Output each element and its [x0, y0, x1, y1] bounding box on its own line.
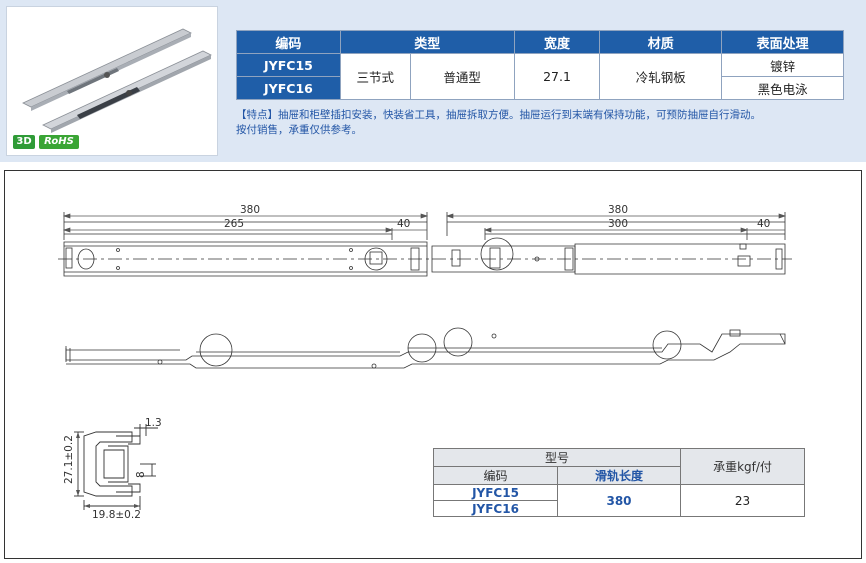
dim-8: 8 — [135, 471, 147, 478]
type-cell: 三节式 — [339, 53, 411, 100]
3d-badge: 3D — [13, 135, 35, 149]
dim-1-3: 1.3 — [145, 417, 162, 429]
code-cell: JYFC16 — [433, 500, 558, 517]
code-cell: JYFC15 — [433, 484, 558, 501]
material-cell: 冷轧钢板 — [599, 53, 723, 100]
load-table: 型号 承重kgf/付 编码 滑轨长度 JYFC15 380 23 JYFC16 — [433, 448, 805, 517]
length-header: 滑轨长度 — [557, 466, 681, 485]
dim-380-right: 380 — [608, 204, 628, 216]
load-cell: 23 — [680, 484, 805, 517]
length-cell: 380 — [557, 484, 681, 517]
spec-row: JYFC15 三节式 普通型 27.1 冷轧钢板 镀锌 — [236, 53, 844, 100]
product-photo: 3D RoHS — [6, 6, 218, 156]
dim-19-8: 19.8±0.2 — [92, 509, 141, 521]
code-cell: JYFC16 — [236, 76, 341, 100]
load-row: JYFC15 380 23 — [433, 484, 805, 517]
code-header: 编码 — [433, 466, 558, 485]
finish-cell: 镀锌 — [721, 53, 844, 77]
feature-note: 【特点】抽屉和柜壁插扣安装，快装省工具，抽屉拆取方便。抽屉运行到末端有保持功能，… — [236, 108, 856, 138]
col-width: 宽度 — [513, 30, 601, 54]
dim-40-left: 40 — [397, 218, 410, 230]
rohs-badge: RoHS — [39, 135, 79, 149]
dim-40-right: 40 — [757, 218, 770, 230]
feature-text: 【特点】抽屉和柜壁插扣安装，快装省工具，抽屉拆取方便。抽屉运行到末端有保持功能，… — [236, 109, 761, 121]
dim-380-left: 380 — [240, 204, 260, 216]
col-type: 类型 — [339, 30, 515, 54]
width-cell: 27.1 — [513, 53, 601, 100]
header-band: 3D RoHS 编码 类型 宽度 材质 表面处理 JYFC15 三节式 普通型 … — [0, 0, 866, 162]
spec-header-row: 编码 类型 宽度 材质 表面处理 — [236, 30, 844, 54]
model-header: 型号 — [433, 448, 681, 467]
slide-rail-illustration — [22, 28, 212, 133]
dim-27-1: 27.1±0.2 — [63, 435, 75, 484]
spec-table: 编码 类型 宽度 材质 表面处理 JYFC15 三节式 普通型 27.1 冷轧钢… — [236, 30, 844, 100]
dim-300: 300 — [608, 218, 628, 230]
sales-note: 按付销售，承重仅供参考。 — [236, 124, 362, 136]
col-material: 材质 — [599, 30, 723, 54]
finish-cell: 黑色电泳 — [721, 76, 844, 100]
type-cell: 普通型 — [409, 53, 515, 100]
dim-265: 265 — [224, 218, 244, 230]
spec-row: JYFC16 黑色电泳 — [236, 76, 844, 100]
load-header-row: 型号 承重kgf/付 — [433, 448, 805, 485]
code-cell: JYFC15 — [236, 53, 341, 77]
col-code: 编码 — [236, 30, 341, 54]
col-finish: 表面处理 — [721, 30, 844, 54]
load-row: JYFC16 — [433, 500, 805, 517]
load-header: 承重kgf/付 — [680, 448, 805, 485]
